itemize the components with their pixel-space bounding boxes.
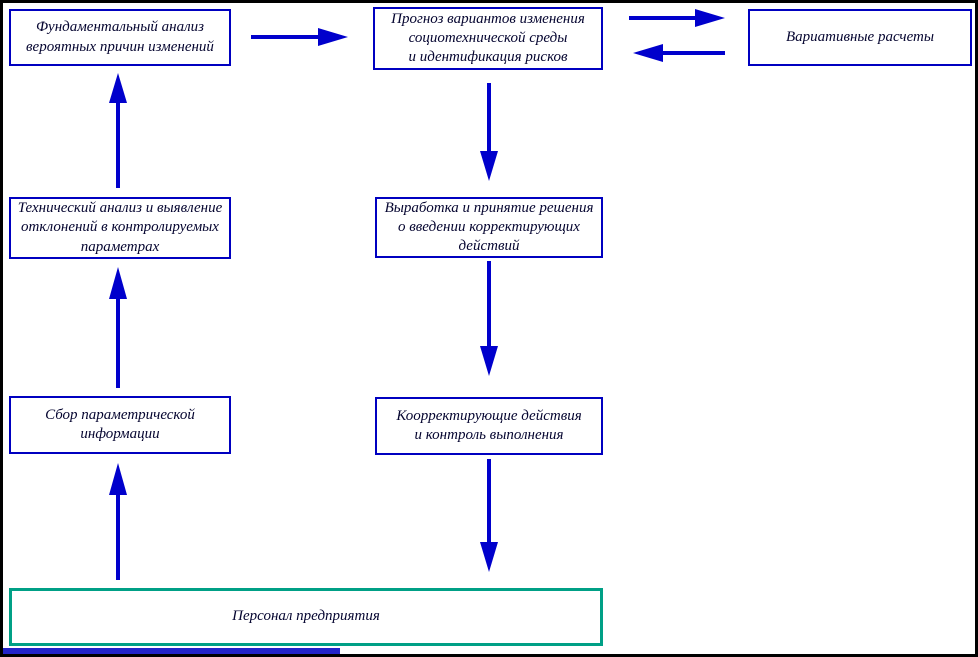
- bottom-blue-strip: [3, 648, 340, 654]
- node-corrective-actions: Коорректирующие действия и контроль выпо…: [375, 397, 603, 455]
- node-forecast: Прогноз вариантов изменения социотехниче…: [373, 7, 603, 70]
- node-personnel: Персонал предприятия: [9, 588, 603, 646]
- node-variative-calculations: Вариативные расчеты: [748, 9, 972, 66]
- node-parametric-collection: Сбор параметрической информации: [9, 396, 231, 454]
- arrow-layer: [109, 9, 725, 580]
- arrow-variative-to-forecast: [633, 44, 725, 62]
- arrow-technical-to-fundamental: [109, 73, 127, 188]
- arrow-collection-to-technical: [109, 267, 127, 388]
- arrow-forecast-to-variative: [629, 9, 725, 27]
- arrow-corrective-to-personnel: [480, 459, 498, 572]
- arrow-forecast-to-decision: [480, 83, 498, 181]
- arrow-fundamental-to-forecast: [251, 28, 348, 46]
- node-fundamental-analysis: Фундаментальный анализ вероятных причин …: [9, 9, 231, 66]
- node-decision-making: Выработка и принятие решения о введении …: [375, 197, 603, 258]
- arrow-personnel-to-collection: [109, 463, 127, 580]
- arrow-decision-to-corrective: [480, 261, 498, 376]
- node-technical-analysis: Технический анализ и выявление отклонени…: [9, 197, 231, 259]
